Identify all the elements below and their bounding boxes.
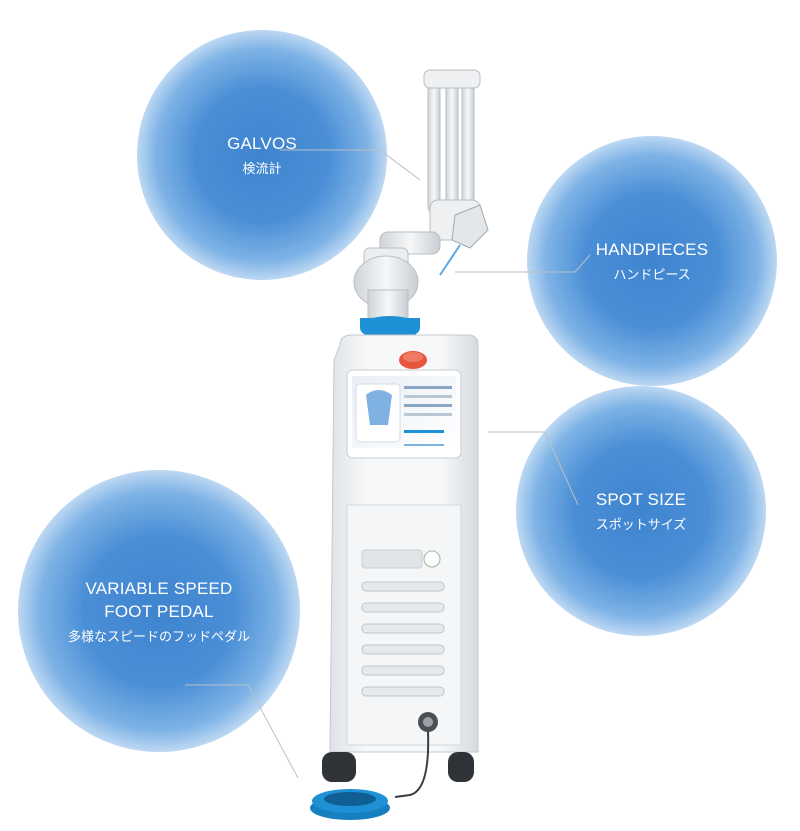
callout-galvos: GALVOS 検流計 bbox=[137, 30, 387, 280]
callout-foot-pedal: VARIABLE SPEED FOOT PEDAL 多様なスピードのフッドペダル bbox=[18, 470, 300, 752]
callout-spot-size-title: SPOT SIZE bbox=[595, 490, 687, 509]
callout-foot-pedal-title-line2: FOOT PEDAL bbox=[104, 602, 214, 621]
callout-handpieces-subtitle: ハンドピース bbox=[613, 267, 691, 282]
leader-line-foot-pedal bbox=[185, 684, 299, 779]
callout-spot-size: SPOT SIZE スポットサイズ bbox=[516, 386, 766, 636]
callout-galvos-title: GALVOS bbox=[227, 134, 297, 153]
leader-line-spot-size bbox=[488, 431, 579, 506]
callout-foot-pedal-subtitle: 多様なスピードのフッドペダル bbox=[67, 629, 250, 644]
callout-spot-size-subtitle: スポットサイズ bbox=[595, 517, 687, 532]
callout-galvos-subtitle: 検流計 bbox=[242, 161, 282, 176]
callout-handpieces: HANDPIECES ハンドピース bbox=[527, 136, 777, 386]
callout-foot-pedal-title-line1: VARIABLE SPEED bbox=[85, 579, 233, 598]
leader-line-handpieces bbox=[455, 254, 591, 273]
leader-line-galvos bbox=[280, 149, 421, 181]
callout-handpieces-title: HANDPIECES bbox=[595, 240, 709, 259]
